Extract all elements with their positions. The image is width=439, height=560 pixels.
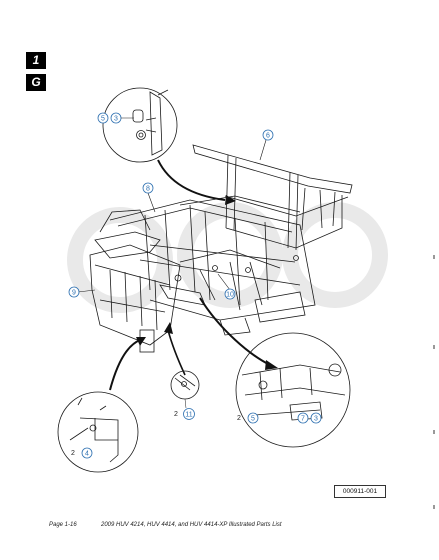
svg-text:4: 4 bbox=[85, 451, 89, 458]
svg-text:9: 9 bbox=[72, 290, 76, 297]
section-tab: G bbox=[26, 74, 46, 91]
svg-text:5: 5 bbox=[101, 116, 105, 123]
svg-text:6: 6 bbox=[266, 133, 270, 140]
detail-circle-right bbox=[235, 332, 351, 448]
callout-pivot: 2 11 bbox=[174, 398, 195, 420]
detail-circle-center bbox=[170, 370, 200, 400]
margin-mark bbox=[433, 255, 435, 259]
svg-text:3: 3 bbox=[114, 116, 118, 123]
svg-text:10: 10 bbox=[226, 292, 234, 299]
callout-top-left-b: 3 bbox=[110, 112, 122, 124]
svg-text:11: 11 bbox=[185, 412, 192, 419]
svg-text:7: 7 bbox=[301, 416, 305, 423]
callout-lower-detail: 2 4 bbox=[71, 447, 93, 459]
callout-top-left-a: 5 bbox=[97, 112, 109, 124]
figure-id-box: 000911-001 bbox=[334, 485, 386, 498]
footer-document-title: 2009 HUV 4214, HUV 4414, and HUV 4414-XP… bbox=[101, 522, 282, 528]
detail-circle-lower bbox=[57, 391, 139, 473]
callout-front-panel: 9 bbox=[68, 286, 80, 298]
svg-text:2: 2 bbox=[237, 415, 241, 422]
detail-circle-top bbox=[102, 87, 178, 163]
utility-frame-drawing bbox=[89, 144, 353, 353]
callout-bracket: 10 bbox=[224, 288, 236, 300]
margin-mark bbox=[433, 345, 435, 349]
footer-page-number: Page 1-16 bbox=[49, 522, 77, 528]
margin-mark bbox=[433, 430, 435, 434]
watermark-logo bbox=[67, 202, 388, 313]
svg-text:2: 2 bbox=[71, 450, 75, 457]
svg-text:3: 3 bbox=[314, 416, 318, 423]
chapter-tab: 1 bbox=[26, 52, 46, 69]
callout-cross-member: 8 bbox=[142, 182, 154, 194]
margin-mark bbox=[433, 505, 435, 509]
callout-rear-detail: 2 5 7 3 bbox=[237, 412, 322, 424]
svg-text:8: 8 bbox=[146, 186, 150, 193]
callout-frame: 6 bbox=[262, 129, 274, 141]
svg-text:5: 5 bbox=[251, 416, 255, 423]
svg-text:2: 2 bbox=[174, 411, 178, 418]
